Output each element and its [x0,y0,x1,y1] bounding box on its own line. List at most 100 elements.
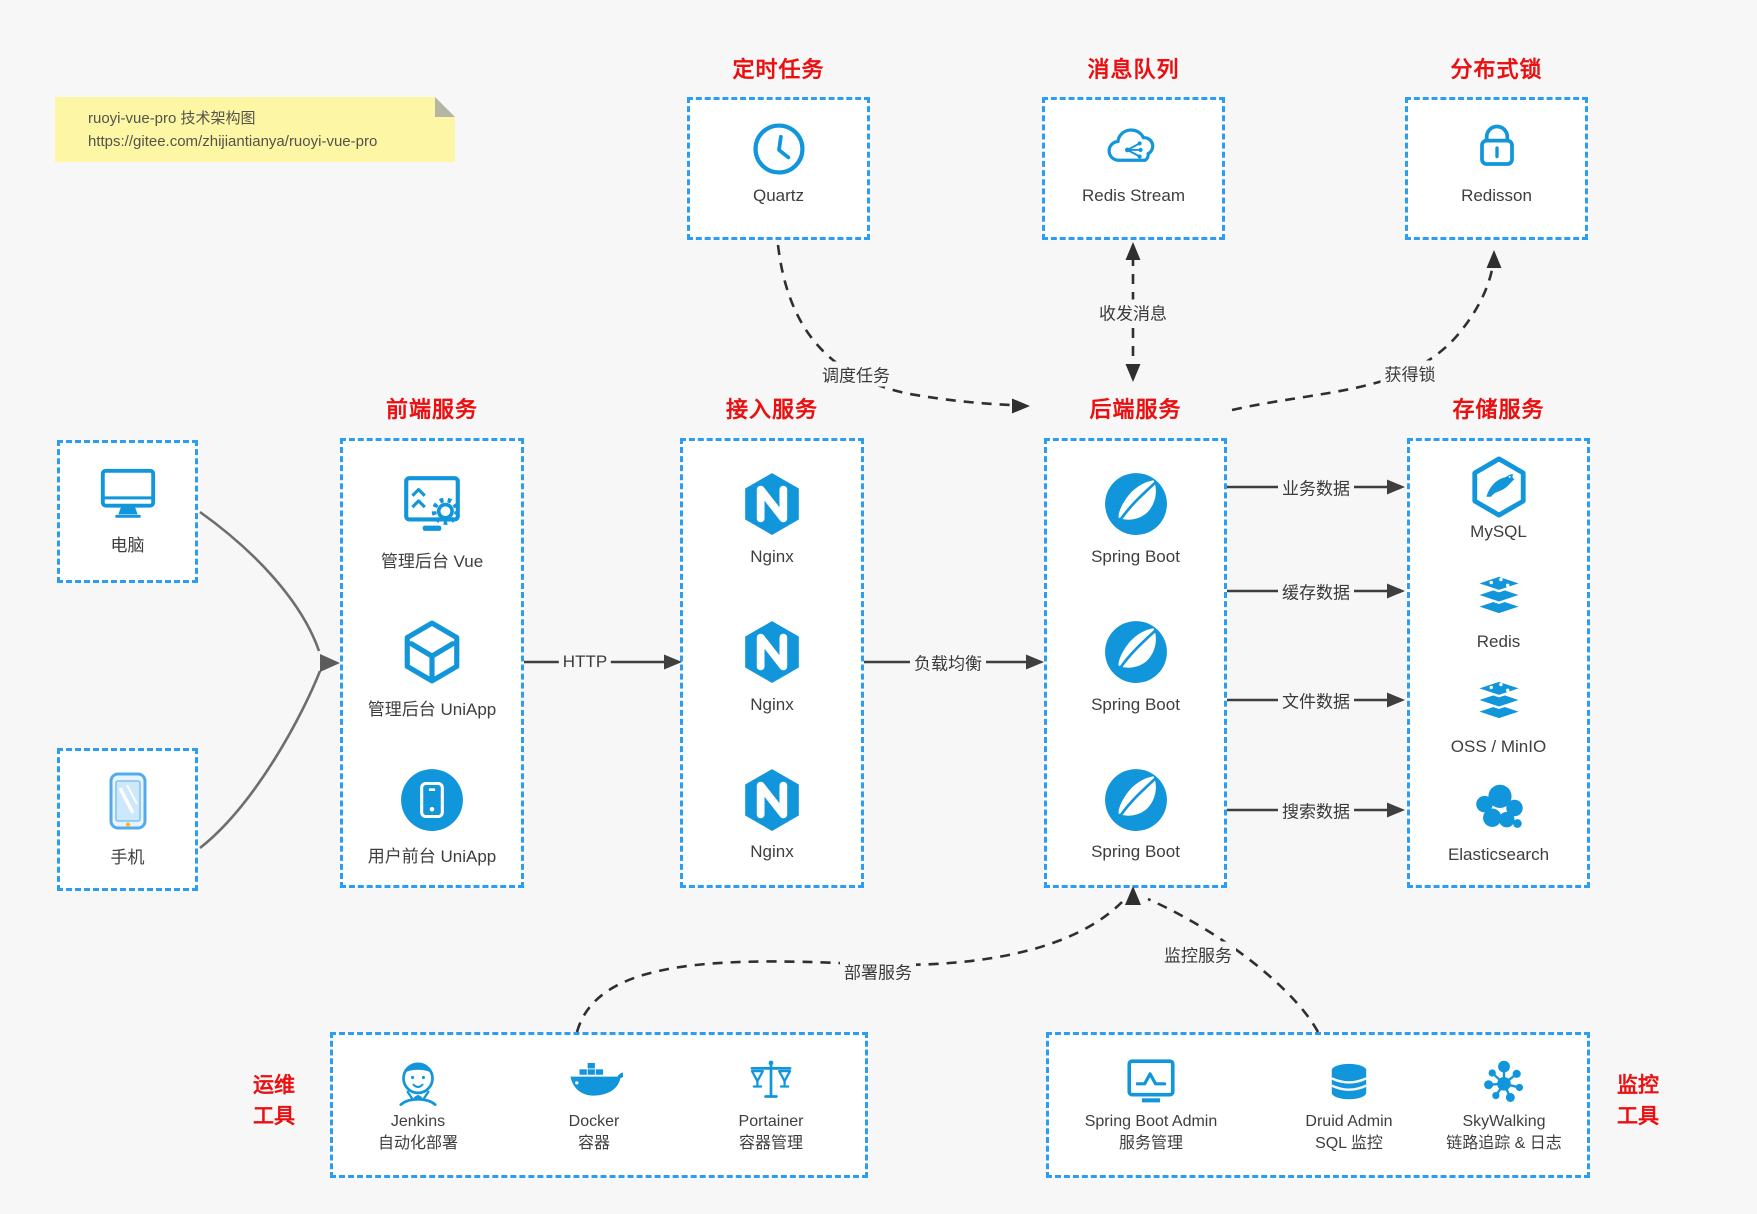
column-box-frontend: 管理后台 Vue 管理后台 UniApp 用户前台 UniApp [340,438,524,888]
clock-icon [749,119,809,179]
node-label: 手机 [110,848,145,867]
node-label: Spring Boot Admin [1084,1113,1218,1130]
node-label: Nginx [750,547,794,566]
node-redis [1410,565,1587,627]
node-user-uniapp [343,767,521,833]
side-label-line: 运维 [253,1074,295,1097]
node-label: OSS / MinIO [1450,737,1547,756]
elasticsearch-icon [1468,778,1530,840]
cloud-mq-icon [1104,119,1164,179]
node-nginx-3 [683,767,861,833]
node-label: SkyWalking [1462,1113,1546,1130]
group-box-distributed-lock: Redisson [1405,97,1588,240]
sticky-note: ruoyi-vue-pro 技术架构图 https://gitee.com/zh… [55,97,455,162]
node-label: Elasticsearch [1447,845,1550,864]
edge-label-schedule-task: 调度任务 [818,361,894,387]
edge-label-cache-data: 缓存数据 [1278,578,1354,604]
node-label: Portainer [738,1113,804,1130]
edge-label-http: HTTP [558,652,612,672]
mobile-icon [96,769,160,833]
nginx-icon [739,471,805,537]
node-spring-boot-admin: Spring Boot Admin 服务管理 [1051,1053,1251,1155]
node-admin-uniapp [343,619,521,685]
node-sublabel: 容器管理 [738,1135,803,1152]
node-label: Nginx [750,842,794,861]
nginx-icon [739,767,805,833]
group-title-scheduled-task: 定时任务 [732,57,825,82]
node-mysql [1410,456,1587,518]
druid-icon [1320,1053,1378,1111]
lock-icon [1467,119,1527,179]
edge-label-deploy-service: 部署服务 [840,958,916,984]
uniapp-cube-icon [399,619,465,685]
node-nginx-1 [683,471,861,537]
edge-label-send-receive-message: 收发消息 [1095,299,1171,325]
group-box-message-queue: Redis Stream [1042,97,1225,240]
node-desktop [60,463,195,525]
column-title-frontend: 前端服务 [385,397,478,422]
side-label-ops-tools: 运维 工具 [238,1070,310,1132]
column-title-storage: 存储服务 [1452,397,1545,422]
node-sublabel: 容器 [577,1135,610,1152]
group-title-message-queue: 消息队列 [1087,57,1180,82]
column-box-backend: Spring Boot Spring Boot Spring Boot [1044,438,1227,888]
node-label: MySQL [1470,522,1527,541]
node-docker: Docker 容器 [504,1053,684,1155]
node-mobile [60,769,195,833]
edge-label-monitor-service: 监控服务 [1160,941,1236,967]
node-springboot-2 [1047,619,1224,685]
column-title-backend: 后端服务 [1089,397,1182,422]
node-label: Spring Boot [1091,547,1180,566]
node-label: Jenkins [390,1113,446,1130]
edge-label-load-balance: 负载均衡 [910,649,986,675]
column-title-gateway: 接入服务 [725,397,818,422]
node-label: Spring Boot [1091,695,1180,714]
node-elasticsearch [1410,778,1587,840]
spring-boot-icon [1103,471,1169,537]
note-title: ruoyi-vue-pro 技术架构图 [88,110,256,127]
node-label: Nginx [750,695,794,714]
node-portainer: Portainer 容器管理 [681,1053,861,1155]
edge-label-acquire-lock: 获得锁 [1380,360,1440,386]
note-url: https://gitee.com/zhijiantianya/ruoyi-vu… [88,133,378,150]
node-quartz [690,119,867,179]
client-box-mobile: 手机 [57,748,198,891]
node-label: Redis Stream [1082,186,1185,205]
node-springboot-1 [1047,471,1224,537]
node-springboot-3 [1047,767,1224,833]
node-sublabel: 链路追踪 & 日志 [1446,1135,1562,1152]
admin-vue-icon [399,471,465,537]
column-box-gateway: Nginx Nginx Nginx [680,438,864,888]
desktop-icon [97,463,159,525]
spring-boot-icon [1103,767,1169,833]
node-sublabel: SQL 监控 [1315,1135,1383,1152]
node-redisson [1408,119,1585,179]
node-label: 管理后台 UniApp [367,700,497,719]
side-label-line: 工具 [253,1105,295,1128]
docker-icon [565,1053,623,1111]
node-label: 管理后台 Vue [380,552,484,571]
skywalking-icon [1475,1053,1533,1111]
group-box-scheduled-task: Quartz [687,97,870,240]
node-druid-admin: Druid Admin SQL 监控 [1249,1053,1449,1155]
side-label-monitor-tools: 监控 工具 [1602,1070,1674,1132]
user-app-icon [399,767,465,833]
client-box-desktop: 电脑 [57,440,198,583]
node-jenkins: Jenkins 自动化部署 [328,1053,508,1155]
node-label: 用户前台 UniApp [367,847,497,866]
node-label: 电脑 [110,536,145,555]
node-skywalking: SkyWalking 链路追踪 & 日志 [1409,1053,1599,1155]
nginx-icon [739,619,805,685]
node-label: Docker [568,1113,620,1130]
mysql-icon [1468,456,1530,518]
group-title-distributed-lock: 分布式锁 [1450,57,1543,82]
spring-boot-icon [1103,619,1169,685]
edge-label-business-data: 业务数据 [1278,474,1354,500]
node-admin-vue [343,471,521,537]
side-label-line: 工具 [1617,1105,1659,1128]
jenkins-icon [389,1053,447,1111]
group-box-ops-tools: Jenkins 自动化部署 Docker 容器 Portainer 容器管理 [330,1032,868,1178]
side-label-line: 监控 [1617,1074,1659,1097]
portainer-icon [742,1053,800,1111]
